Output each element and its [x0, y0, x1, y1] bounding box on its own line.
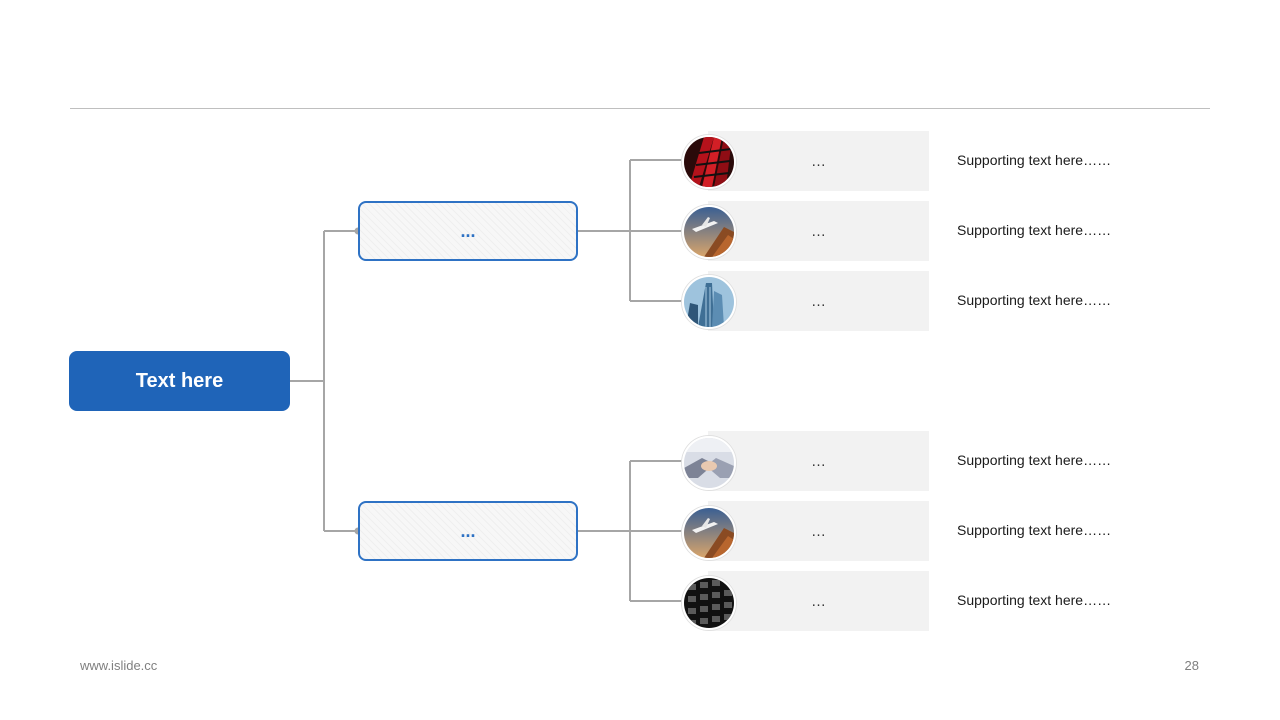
- page-number: 28: [1184, 658, 1199, 673]
- leaf-node-2[interactable]: …: [708, 201, 929, 261]
- leaf-node-label: …: [811, 452, 826, 470]
- leaf-node-5[interactable]: …: [708, 501, 929, 561]
- airplane-building-photo-icon: [682, 205, 736, 259]
- supporting-text: Supporting text here……: [957, 592, 1112, 608]
- supporting-text: Supporting text here……: [957, 452, 1112, 468]
- supporting-text: Supporting text here……: [957, 292, 1112, 308]
- root-node[interactable]: Text here: [69, 351, 290, 411]
- footer-url: www.islide.cc: [80, 658, 158, 673]
- leaf-node-label: …: [811, 152, 826, 170]
- branch-node-label: ...: [460, 220, 476, 241]
- glass-skyscraper-photo-icon: [682, 275, 736, 329]
- red-building-photo-icon: [682, 135, 736, 189]
- leaf-node-4[interactable]: …: [708, 431, 929, 491]
- dark-facade-photo-icon: [682, 576, 736, 630]
- branch-node-1[interactable]: ...: [358, 201, 578, 261]
- leaf-node-label: …: [811, 592, 826, 610]
- branch-node-2[interactable]: ...: [358, 501, 578, 561]
- root-node-label: Text here: [135, 369, 224, 392]
- leaf-node-3[interactable]: …: [708, 271, 929, 331]
- airplane-building-photo-icon: [682, 506, 736, 560]
- handshake-photo-icon: [682, 436, 736, 490]
- branch-node-label: ...: [460, 520, 476, 541]
- leaf-node-6[interactable]: …: [708, 571, 929, 631]
- leaf-node-1[interactable]: …: [708, 131, 929, 191]
- leaf-node-label: …: [811, 292, 826, 310]
- top-divider: [70, 108, 1210, 109]
- leaf-node-label: …: [811, 522, 826, 540]
- supporting-text: Supporting text here……: [957, 152, 1112, 168]
- leaf-node-label: …: [811, 222, 826, 240]
- supporting-text: Supporting text here……: [957, 522, 1112, 538]
- supporting-text: Supporting text here……: [957, 222, 1112, 238]
